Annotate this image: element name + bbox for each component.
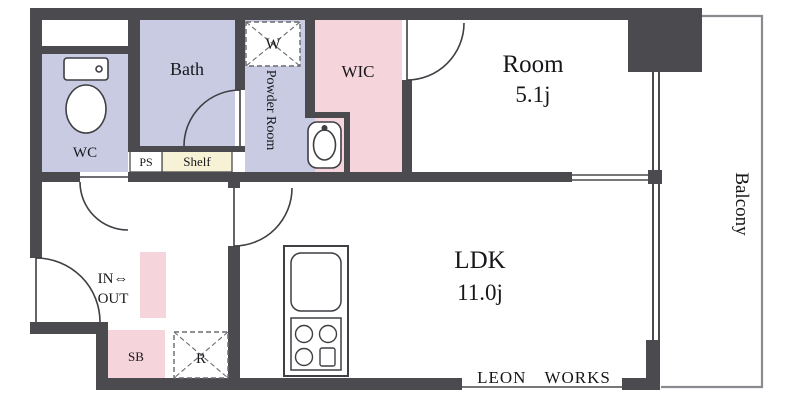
wall-segment [128, 146, 245, 152]
washer-label: W [265, 36, 281, 53]
wic-label: WIC [341, 62, 374, 81]
wall-segment [228, 246, 240, 378]
ps-label: PS [139, 155, 152, 169]
wall-segment [646, 340, 660, 384]
wall-segment [30, 322, 108, 334]
bedroom-size-label: 5.1j [515, 82, 550, 107]
ldk-name-label: LDK [454, 247, 505, 274]
balcony-label: Balcony [731, 172, 752, 236]
wc-label: WC [73, 145, 97, 161]
wc-door [79, 176, 129, 231]
bath-label: Bath [170, 59, 204, 79]
shelf-label: Shelf [183, 154, 211, 169]
door-layer [35, 20, 465, 323]
entrance-label-line2: OUT [98, 291, 129, 307]
label-layer: Bath WC Powder Room W WIC Room 5.1j Balc… [73, 36, 752, 387]
brand-logo: LEON WORKS [477, 368, 611, 387]
entrance-label-line1: IN⇔ [98, 271, 129, 287]
wall-segment [402, 172, 572, 182]
wall-segment [96, 378, 462, 390]
refrigerator-space [173, 331, 229, 379]
bedroom-name-label: Room [502, 51, 564, 78]
kitchen-counter [283, 245, 349, 377]
refrigerator-label: R [196, 351, 206, 367]
wall-segment [128, 8, 140, 146]
wall-segment [42, 46, 128, 54]
wall-segment [305, 8, 315, 112]
washbasin-icon [307, 121, 342, 169]
wall-segment [228, 172, 240, 188]
entry-cabinet [140, 252, 166, 318]
wall-segment [30, 8, 42, 258]
wall-segment [128, 172, 402, 182]
wic-door [406, 20, 465, 81]
ldk-size-label: 11.0j [457, 280, 503, 305]
entrance-door [35, 257, 101, 323]
ldk-door [233, 187, 293, 247]
powder-room-label: Powder Room [263, 70, 278, 151]
wall-segment [235, 8, 245, 90]
wall-segment [305, 112, 350, 118]
shoe-box-label: SB [128, 349, 144, 364]
washer-space [245, 21, 301, 67]
balcony-outline [661, 14, 764, 389]
bath-door [183, 89, 241, 147]
wall-segment [344, 112, 350, 172]
toilet-icon [63, 57, 109, 134]
wall-layer [30, 8, 702, 390]
wall-segment [96, 322, 108, 390]
wall-segment [628, 8, 702, 72]
shoe-box-area [108, 330, 165, 378]
wall-segment [30, 172, 80, 182]
wall-segment [402, 80, 412, 172]
window-lines [462, 72, 660, 388]
fixture-layer [63, 21, 349, 379]
wall-segment [30, 8, 646, 20]
